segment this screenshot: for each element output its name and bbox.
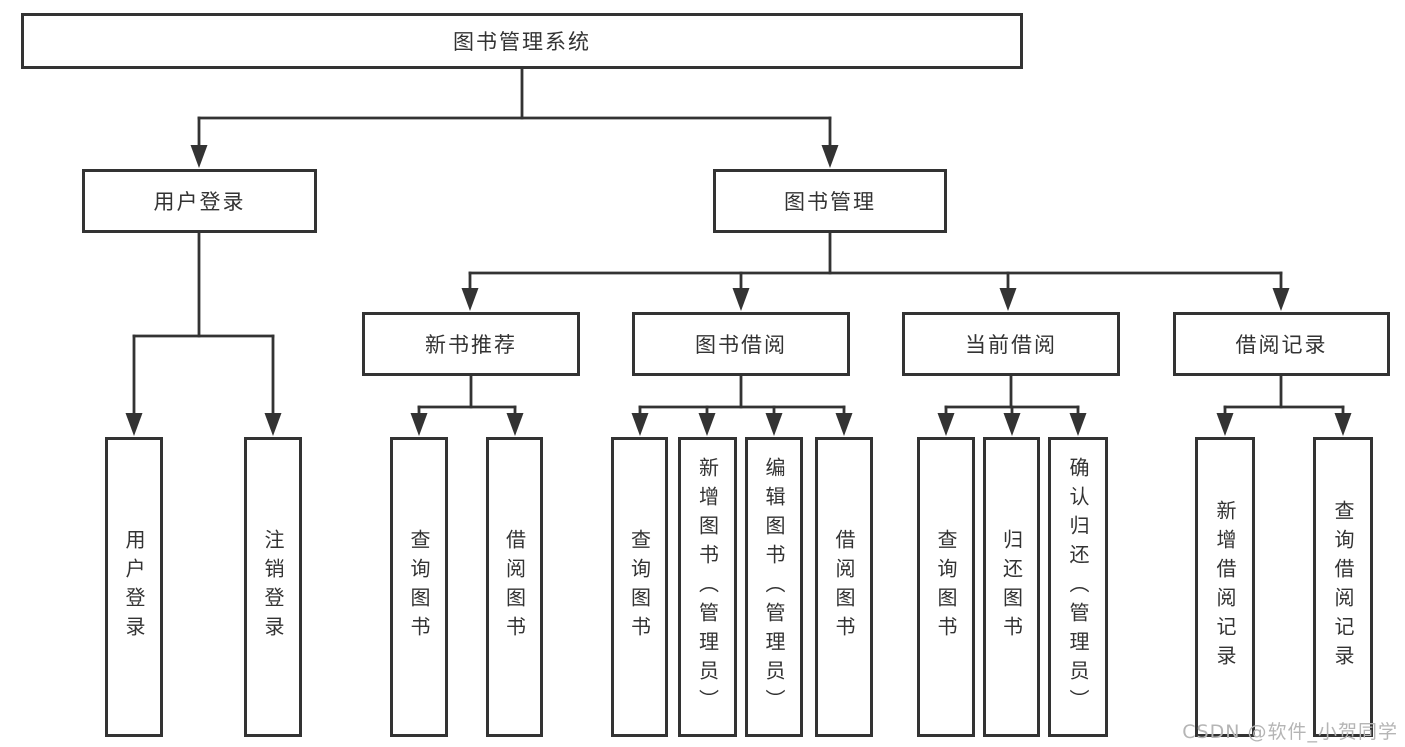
node-new-book-recommend-label: 新书推荐 <box>425 333 517 357</box>
node-root: 图书管理系统 <box>21 13 1023 69</box>
csdn-watermark: CSDN @软件_小贺同学 <box>1182 721 1398 743</box>
connector-borrowing-records-to-leaves <box>1216 374 1352 436</box>
leaf-return-books: 归还图书 <box>983 437 1040 737</box>
connector-new-book-recommend-to-leaves <box>410 374 524 436</box>
leaf-query-borrow-record-label: 查询借阅记录 <box>1331 500 1355 674</box>
node-current-borrowing: 当前借阅 <box>902 312 1120 376</box>
leaf-confirm-return-admin: 确认归还（管理员） <box>1048 437 1108 737</box>
leaf-user-login: 用户登录 <box>105 437 163 737</box>
connector-root-to-level2 <box>190 67 839 168</box>
node-book-management: 图书管理 <box>713 169 947 233</box>
node-user-login: 用户登录 <box>82 169 317 233</box>
leaf-query-books-borrowing: 查询图书 <box>611 437 668 737</box>
leaf-logout: 注销登录 <box>244 437 302 737</box>
leaf-borrow-books-recommend: 借阅图书 <box>486 437 543 737</box>
leaf-confirm-return-admin-label: 确认归还（管理员） <box>1066 456 1090 718</box>
leaf-add-borrow-record-label: 新增借阅记录 <box>1213 500 1237 674</box>
connector-user-login-to-leaves <box>125 231 282 436</box>
node-current-borrowing-label: 当前借阅 <box>965 333 1057 357</box>
leaf-query-books-current-label: 查询图书 <box>934 529 958 645</box>
node-book-borrowing-label: 图书借阅 <box>695 333 787 357</box>
leaf-query-books-recommend: 查询图书 <box>390 437 448 737</box>
leaf-return-books-label: 归还图书 <box>999 529 1024 645</box>
node-borrowing-records-label: 借阅记录 <box>1235 333 1328 357</box>
node-root-label: 图书管理系统 <box>453 30 591 54</box>
connector-book-management-to-level3 <box>461 231 1290 311</box>
node-user-login-label: 用户登录 <box>153 190 246 214</box>
leaf-borrow-books-recommend-label: 借阅图书 <box>502 529 527 645</box>
leaf-query-books-current: 查询图书 <box>917 437 975 737</box>
node-borrowing-records: 借阅记录 <box>1173 312 1390 376</box>
leaf-edit-books-admin-label: 编辑图书（管理员） <box>762 456 786 718</box>
leaf-borrow-books-borrowing: 借阅图书 <box>815 437 873 737</box>
leaf-add-books-admin-label: 新增图书（管理员） <box>695 456 720 718</box>
leaf-edit-books-admin: 编辑图书（管理员） <box>745 437 803 737</box>
leaf-user-login-label: 用户登录 <box>122 529 146 645</box>
leaf-query-books-recommend-label: 查询图书 <box>407 529 431 645</box>
node-book-management-label: 图书管理 <box>784 190 876 214</box>
node-new-book-recommend: 新书推荐 <box>362 312 580 376</box>
leaf-add-borrow-record: 新增借阅记录 <box>1195 437 1255 737</box>
leaf-logout-label: 注销登录 <box>261 529 285 645</box>
leaf-add-books-admin: 新增图书（管理员） <box>678 437 737 737</box>
connector-book-borrowing-to-leaves <box>631 374 853 436</box>
node-book-borrowing: 图书借阅 <box>632 312 850 376</box>
leaf-borrow-books-borrowing-label: 借阅图书 <box>832 529 856 645</box>
connector-current-borrowing-to-leaves <box>937 374 1087 436</box>
leaf-query-borrow-record: 查询借阅记录 <box>1313 437 1373 737</box>
leaf-query-books-borrowing-label: 查询图书 <box>627 529 652 645</box>
